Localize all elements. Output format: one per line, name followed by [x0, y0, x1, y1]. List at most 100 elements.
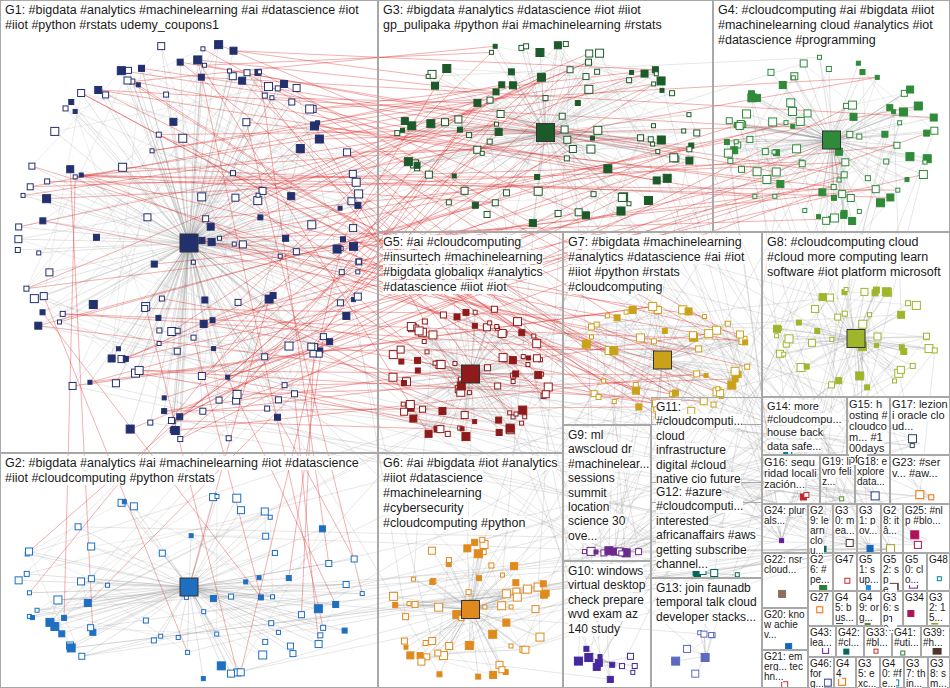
group-label: G20: know achiev...	[764, 610, 806, 640]
group-label-text: G40: #fe...	[882, 658, 901, 688]
group-label: G51: sup...	[859, 555, 879, 585]
group-label: G48	[929, 555, 948, 565]
group-label: G26: #pe...	[810, 555, 831, 585]
group-label: G22: nsr cloud...	[764, 555, 806, 575]
group-panel: G38: sm...	[928, 657, 950, 688]
group-panel: G44	[834, 657, 856, 688]
group-label: G45: bus...	[835, 593, 855, 623]
group-panel: G50: clo...	[903, 553, 927, 591]
group-label: G39: #h...	[923, 628, 948, 648]
group-label: G30: mea...	[835, 506, 855, 536]
group-label: G7: #bigdata #machinelearning #analytics…	[568, 235, 757, 295]
group-label-text: G28: itâ...	[883, 505, 899, 536]
group-label-text: G34	[905, 592, 924, 603]
group-label: G33: #bl...	[866, 628, 890, 648]
group-label-text: G4: #cloudcomputing #ai #bigdata #iiot #…	[718, 3, 934, 47]
group-label: G47	[835, 555, 855, 565]
group-label: G19: livro feliz...	[822, 457, 853, 487]
group-panel: G39: #h...	[921, 626, 950, 657]
group-label-text: G2: #bigdata #analytics #ai #machinelear…	[5, 456, 359, 485]
group-label-text: G45: bus...	[835, 592, 854, 623]
group-label-text: G44	[836, 658, 849, 679]
group-panel: G45: bus...	[833, 591, 857, 626]
group-label-text: G12: #azure #cloudcomputi... interested …	[656, 485, 756, 571]
group-label: G14: more #cloudcompu... house back data…	[767, 400, 842, 453]
group-label: G37: thin...	[906, 659, 926, 688]
group-label-text: G43: lea...	[810, 627, 832, 648]
group-panel: G46: forg...	[808, 657, 834, 688]
network-vertices	[15, 41, 944, 688]
group-panel: G1: #bigdata #analytics #machinelearning…	[0, 0, 378, 453]
group-label-text: G22: nsr cloud...	[764, 554, 802, 575]
group-label: G4: #cloudcomputing #ai #bigdata #iiot #…	[718, 3, 945, 48]
group-label: G12: #azure #cloudcomputi... interested …	[656, 485, 757, 571]
group-panel: G27	[808, 591, 833, 626]
group-panel: G6: #ai #bigdata #iot #analytics #iiot #…	[378, 453, 563, 688]
group-label-text: G46: forg...	[810, 658, 832, 688]
group-label: G49: org...	[859, 593, 879, 623]
group-label: G17: lezioni oracle cloud...	[892, 399, 948, 432]
group-label: G50: clo...	[905, 555, 925, 585]
group-panel: G22: nsr cloud...	[762, 553, 808, 608]
group-label: G24: plurals...	[764, 506, 806, 526]
group-label-text: G21: emerg... techn...	[764, 651, 803, 682]
group-label-text: G19: livro feliz...	[822, 456, 851, 487]
group-label: G8: #cloudcomputing cloud #cloud more co…	[767, 235, 945, 280]
group-panel: G20: know achiev...	[762, 608, 808, 650]
group-label-text: G50: clo...	[905, 554, 923, 585]
group-label: G38: sm...	[930, 659, 948, 688]
group-panel: G29: learn clou...	[808, 504, 833, 553]
group-panel: G9: ml awscloud dr #machinelear... sessi…	[563, 425, 651, 561]
inter-group-edges	[19, 45, 935, 673]
group-panel: G48	[927, 553, 950, 591]
group-label-text: G47	[835, 554, 854, 565]
group-panel: G33: #bl...	[864, 626, 892, 657]
group-panel: G31: pov...	[857, 504, 881, 553]
group-label-text: G23: #serv... #aw...	[892, 456, 940, 479]
group-label-text: G6: #ai #bigdata #iot #analytics #iiot #…	[383, 456, 557, 530]
group-label: G35: exc...	[858, 659, 878, 688]
group-panel: G14: more #cloudcompu... house back data…	[762, 397, 847, 455]
group-panel: G35: exc...	[856, 657, 880, 688]
group-label-text: G13: join faunadb temporal talk cloud de…	[656, 581, 757, 624]
group-panel: G3: #bigdata #analytics #datascience #io…	[378, 0, 713, 232]
group-label: G28: itâ...	[883, 506, 901, 536]
group-panel: G49: org...	[857, 591, 881, 626]
group-label: G31: pov...	[859, 506, 879, 536]
group-panel: G52: spe...	[881, 553, 903, 591]
group-label-text: G51: sup...	[859, 554, 878, 585]
group-label-text: G20: know achiev...	[764, 609, 805, 640]
group-panel: G5: #ai #cloudcomputing #insurtech #mach…	[378, 232, 563, 453]
group-label: G40: #fe...	[882, 659, 902, 688]
group-panel: G36: spe...	[881, 591, 903, 626]
group-label: G41: #uti...	[894, 628, 919, 648]
group-panel: G23: #serv... #aw...	[890, 455, 950, 504]
group-label: G16: seguridad localización...	[764, 457, 818, 490]
group-label: G44	[836, 659, 854, 679]
group-panel: G28: itâ...	[881, 504, 903, 553]
group-panel: G2: #bigdata #analytics #ai #machinelear…	[0, 453, 378, 688]
group-label-text: G26: #pe...	[810, 554, 829, 585]
group-label-text: G30: mea...	[835, 505, 854, 536]
group-label: G42: #cl...	[838, 628, 862, 648]
group-panel: G26: #pe...	[808, 553, 833, 591]
group-label-text: G33: #bl...	[866, 627, 888, 648]
group-label: G29: learn clou...	[810, 506, 831, 556]
group-label-text: G1: #bigdata #analytics #machinelearning…	[5, 3, 359, 32]
group-panel: G43: lea...	[808, 626, 836, 657]
group-label-text: G25: #nlp #blo...	[905, 505, 943, 526]
group-label-text: G48	[929, 554, 948, 565]
group-panel: G13: join faunadb temporal talk cloud de…	[651, 578, 762, 688]
group-label: G2: #bigdata #analytics #ai #machinelear…	[5, 456, 373, 486]
group-label: G18: explore data...	[857, 457, 888, 487]
group-label-text: G49: org...	[859, 592, 879, 623]
group-panel: G47	[833, 553, 857, 591]
group-label-text: G3: #bigdata #analytics #datascience #io…	[383, 3, 662, 32]
group-panel: G41: #uti...	[892, 626, 921, 657]
group-label-text: G32: 15...	[929, 592, 946, 623]
group-panel: G8: #cloudcomputing cloud #cloud more co…	[762, 232, 950, 397]
group-label-text: G5: #ai #cloudcomputing #insurtech #mach…	[383, 235, 543, 294]
group-panel: G21: emerg... techn...	[762, 650, 808, 688]
group-label: G3: #bigdata #analytics #datascience #io…	[383, 3, 708, 33]
